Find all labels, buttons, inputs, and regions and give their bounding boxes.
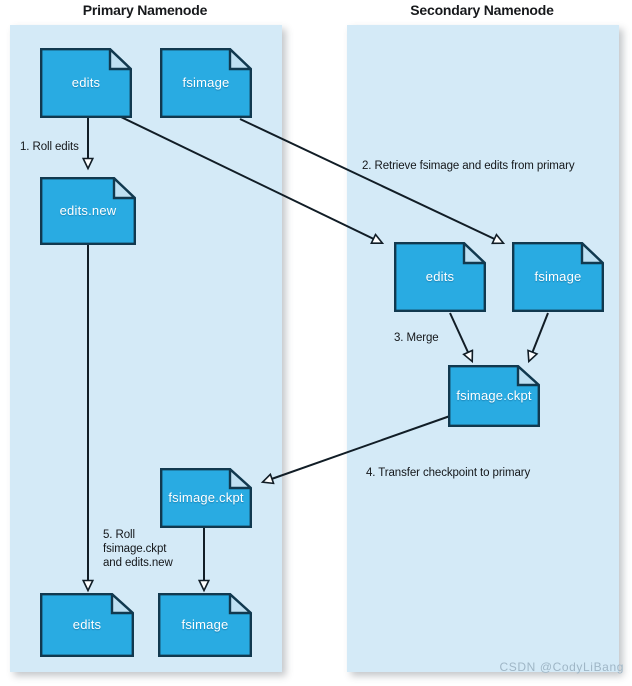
node-primary-edits-top[interactable]: edits [40,48,132,118]
file-icon [160,468,252,528]
secondary-namenode-panel [347,25,619,672]
node-secondary-fsimage-ckpt[interactable]: fsimage.ckpt [448,365,540,427]
step-label-5: 5. Roll fsimage.ckpt and edits.new [103,529,173,569]
watermark: CSDN @CodyLiBang [499,660,624,674]
node-primary-fsimage-bottom[interactable]: fsimage [158,593,252,657]
file-icon [448,365,540,427]
primary-namenode-title: Primary Namenode [82,2,208,18]
secondary-namenode-title: Secondary Namenode [410,2,554,18]
file-icon [158,593,252,657]
node-secondary-edits[interactable]: edits [394,242,486,312]
node-primary-edits-new[interactable]: edits.new [40,177,136,245]
node-primary-edits-bottom[interactable]: edits [40,593,134,657]
step-label-4: 4. Transfer checkpoint to primary [366,467,531,479]
node-primary-fsimage-ckpt[interactable]: fsimage.ckpt [160,468,252,528]
file-icon [40,593,134,657]
file-icon [512,242,604,312]
node-secondary-fsimage[interactable]: fsimage [512,242,604,312]
file-icon [160,48,252,118]
step-label-3: 3. Merge [394,332,439,344]
step-label-2: 2. Retrieve fsimage and edits from prima… [362,160,575,172]
node-primary-fsimage-top[interactable]: fsimage [160,48,252,118]
file-icon [40,177,136,245]
primary-namenode-panel [10,25,282,672]
file-icon [394,242,486,312]
step-label-1: 1. Roll edits [20,141,79,153]
file-icon [40,48,132,118]
